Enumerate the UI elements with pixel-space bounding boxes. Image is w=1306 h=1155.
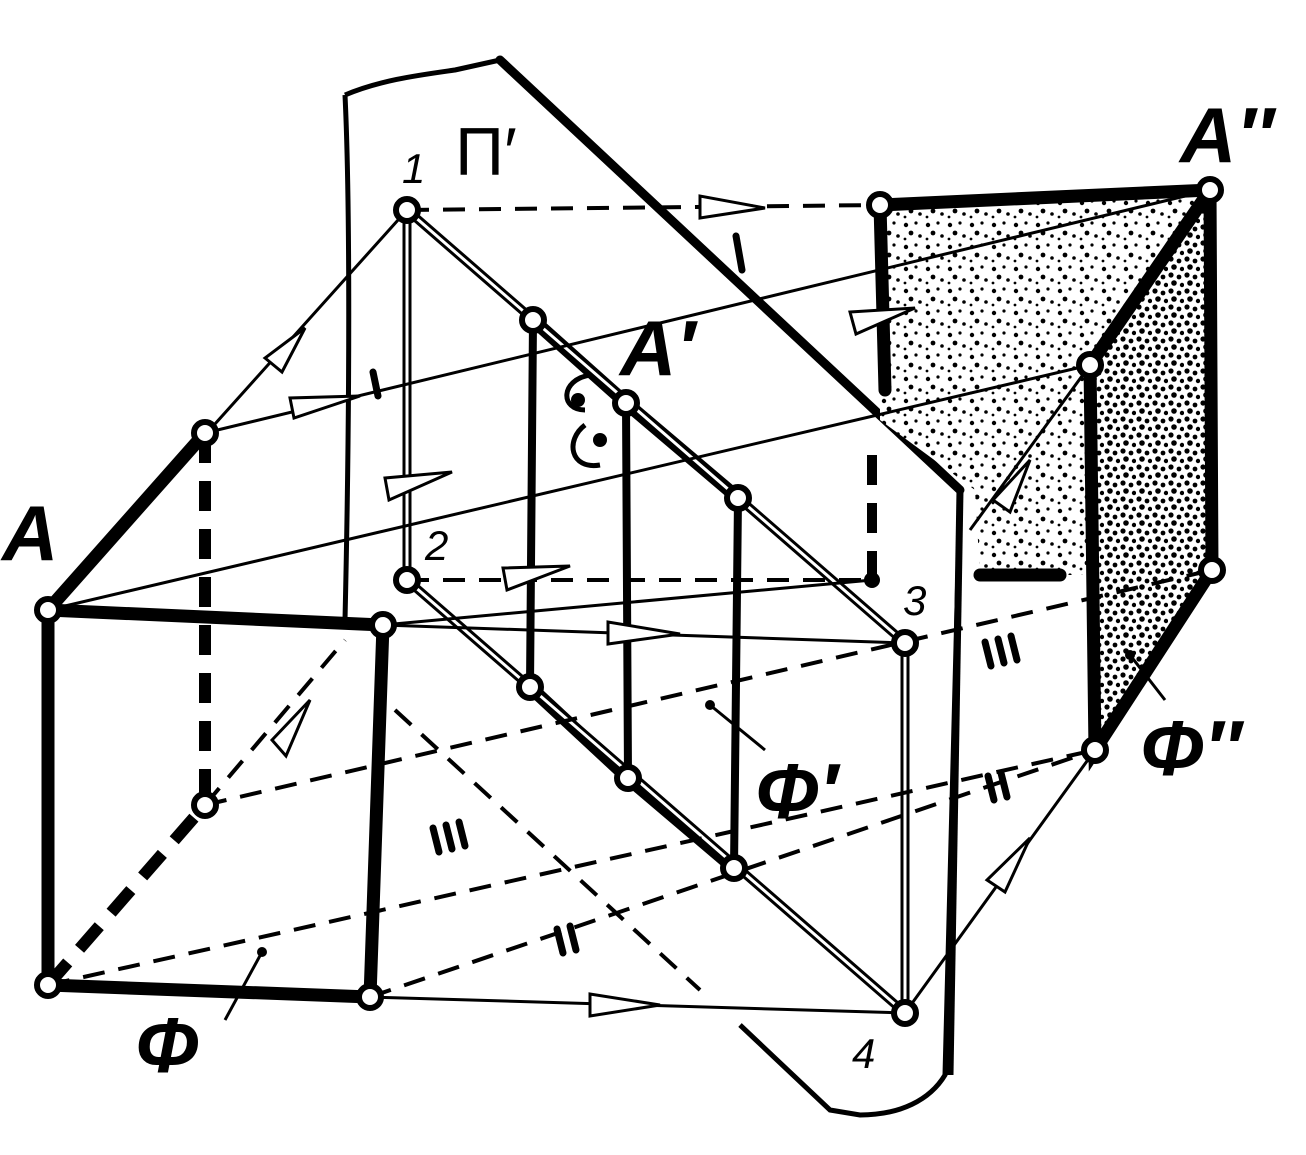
prism-hidden-diagonal	[43, 801, 210, 989]
point-prism-bottom-right	[356, 983, 384, 1011]
phi-double-prime-outline	[873, 183, 1219, 772]
point-a-dbl-5	[1081, 736, 1109, 764]
point-a-prime-1	[519, 306, 547, 334]
point-prism-front-right	[369, 611, 397, 639]
point-a-prime-6	[720, 854, 748, 882]
point-prism-bottom-left	[34, 971, 62, 999]
point-4	[891, 999, 919, 1027]
arrowheads	[262, 194, 1032, 1018]
a-prime-vertical-2	[622, 399, 632, 782]
point-a-dbl-2	[1196, 176, 1224, 204]
leader-phi-double-prime	[1128, 654, 1167, 701]
label-point-2: 2	[424, 522, 448, 569]
phi-double-prime-face-top	[880, 190, 1210, 575]
point-a	[34, 596, 62, 624]
point-a-prime-2	[612, 389, 640, 417]
leader-phi	[223, 951, 264, 1021]
label-phi-double-prime: Φ″	[1140, 704, 1245, 792]
leader-phi-dot	[257, 947, 267, 957]
point-a-dbl-1	[866, 191, 894, 219]
point-a-prime-5	[614, 764, 642, 792]
point-prism-top	[191, 419, 219, 447]
projection-plane-outline	[342, 57, 963, 1118]
frame-double-lines	[402, 206, 910, 1017]
point-a-prime-4	[516, 673, 544, 701]
label-a: A	[0, 489, 58, 577]
point-a-dbl-3	[1076, 351, 1104, 379]
label-point-3: 3	[903, 577, 926, 624]
phi-double-prime-left-edge	[873, 198, 892, 397]
angle-dot-2	[593, 433, 607, 447]
point-2	[393, 566, 421, 594]
point-3-projection	[864, 572, 880, 588]
point-a-prime-3	[724, 484, 752, 512]
point-3	[891, 629, 919, 657]
label-phi: Φ	[135, 1001, 199, 1089]
label-pi-prime: Π′	[455, 114, 517, 190]
a-prime-vertical-1	[526, 316, 537, 691]
point-1	[393, 196, 421, 224]
point-prism-hidden	[191, 791, 219, 819]
label-a-double-prime: A″	[1178, 91, 1277, 179]
label-point-4: 4	[852, 1030, 875, 1077]
angle-symbol	[564, 372, 601, 468]
vertices	[34, 176, 1226, 1027]
leader-phi-prime-dot	[705, 700, 715, 710]
leader-phi-prime	[709, 703, 766, 752]
point-a-dbl-4	[1198, 556, 1226, 584]
dashed-rays	[47, 203, 1213, 999]
label-a-prime: A′	[618, 304, 698, 392]
prism-hidden-diag2	[203, 638, 347, 807]
angle-dot-1	[571, 393, 585, 407]
projection-plane-right-edge	[946, 489, 964, 1076]
tick-marks	[369, 232, 1021, 957]
label-point-1: 1	[402, 145, 425, 192]
leader-phi-double-prime-dot	[1125, 650, 1135, 660]
label-phi-prime: Φ′	[755, 747, 841, 835]
